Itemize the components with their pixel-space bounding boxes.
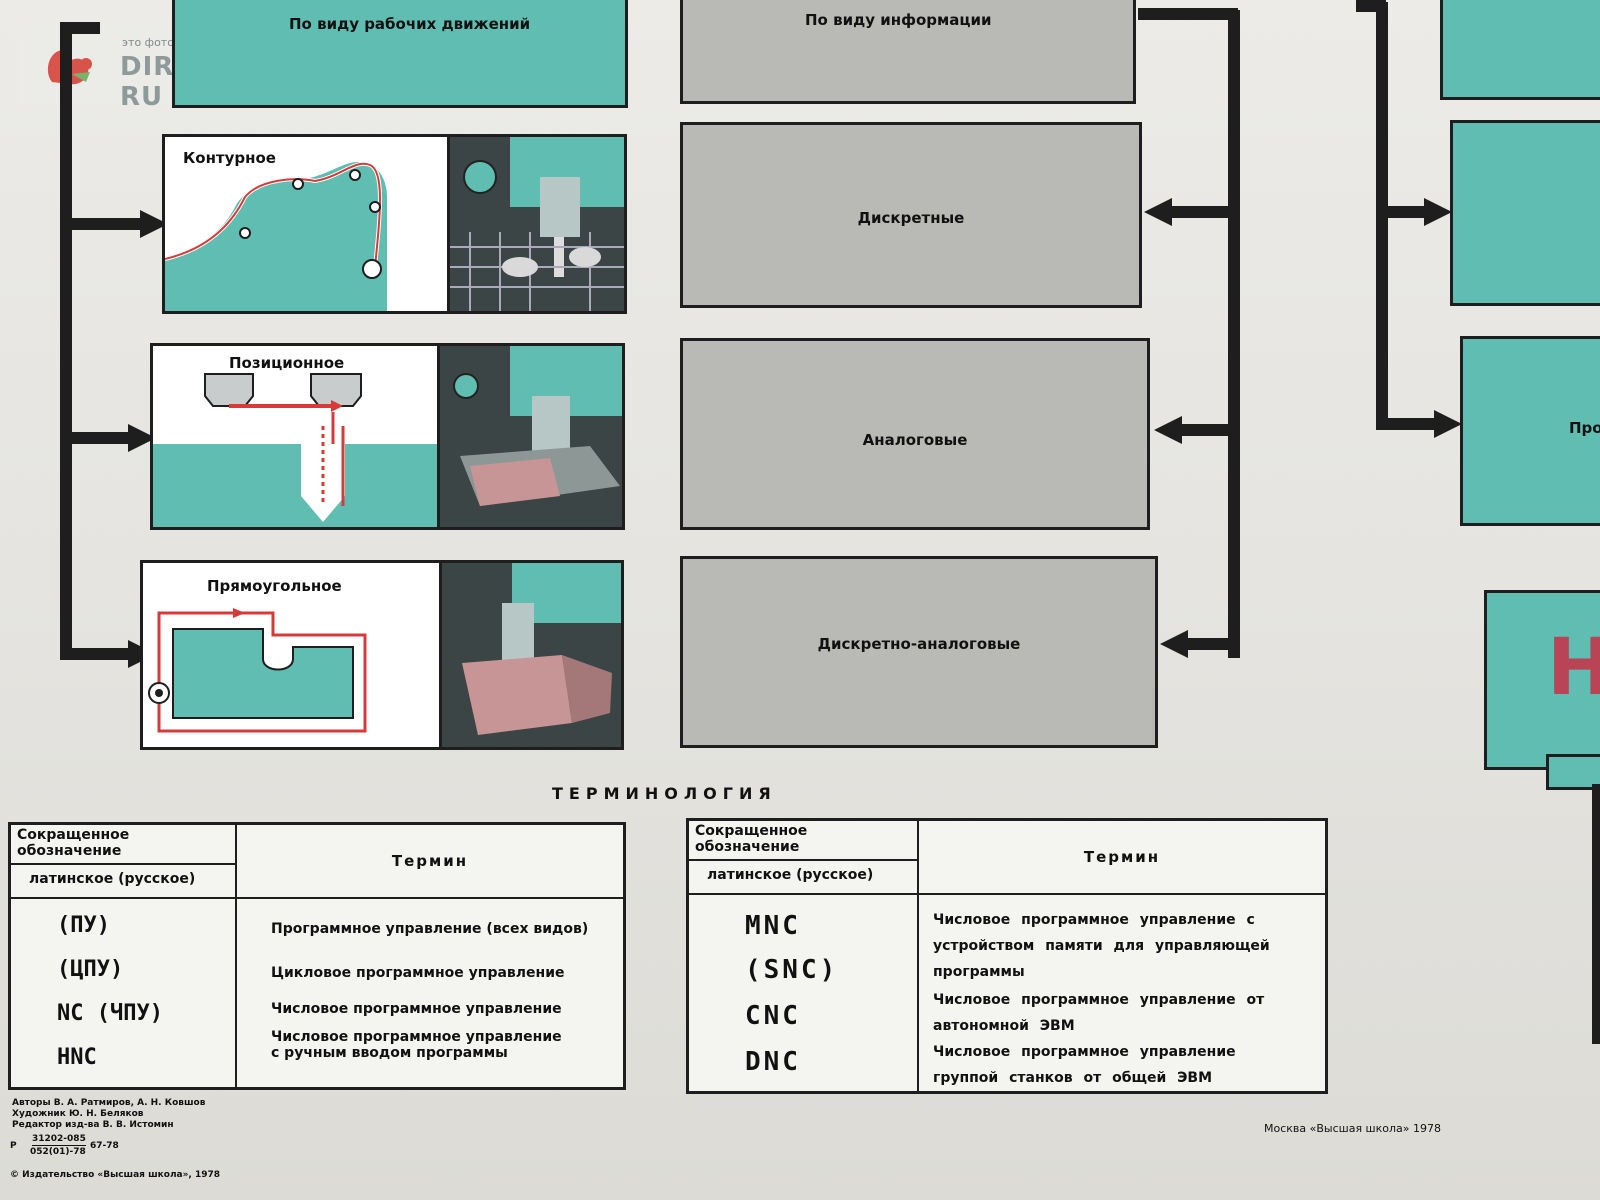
code-prefix: Р [10, 1141, 17, 1151]
abbr-item: DNC [745, 1046, 801, 1077]
term-item: Цикловое программное управление [271, 964, 565, 981]
right-box-4-stem [1546, 754, 1600, 790]
term-item: Числовое программное управление [271, 1000, 562, 1017]
middle-tree-trunk [1228, 10, 1240, 658]
abbr-item: (SNC) [745, 954, 839, 985]
term-header-cell: Термин [917, 818, 1328, 895]
middle-tree-top [1138, 8, 1238, 20]
right-box-1 [1440, 0, 1600, 100]
right-branch-2 [1376, 418, 1436, 430]
abbr-item: MNC [745, 910, 801, 941]
abbr-item: HNC [57, 1044, 97, 1070]
panel-rectangular: Прямоугольное [140, 560, 624, 750]
left-tree-top-stub [60, 22, 100, 34]
positional-machine-image [437, 346, 622, 527]
publisher-line: Москва «Высшая школа» 1978 [1264, 1122, 1441, 1135]
panel-contour: Контурное [162, 134, 627, 314]
info-box-analog-label: Аналоговые [862, 431, 968, 449]
middle-branch-2 [1180, 424, 1234, 436]
right-box-2 [1450, 120, 1600, 306]
term-item: Числовое программное управление от автон… [933, 991, 1265, 1034]
info-box-discrete-analog-label: Дискретно-аналоговые [817, 635, 1021, 653]
info-box-discrete: Дискретные [680, 122, 1142, 308]
info-box-discrete-analog: Дискретно-аналоговые [680, 556, 1158, 748]
term-cell: Числовое программное управление с устрой… [917, 892, 1328, 1093]
arrow-right-icon [1424, 198, 1452, 226]
abbr-item: CNC [745, 1000, 801, 1031]
credits-authors: Авторы В. А. Ратмиров, А. Н. Ковшов [12, 1098, 206, 1108]
motion-type-header-label: По виду рабочих движений [289, 15, 531, 33]
middle-branch-1 [1170, 206, 1234, 218]
credits-code: Р 31202-085 052(01)-78 67-78 [10, 1134, 130, 1160]
right-box-3: Про [1460, 336, 1600, 526]
term-header-cell: Термин [235, 822, 626, 899]
rectangular-machine-image [439, 563, 621, 747]
term-item: Числовое программное управление с устрой… [933, 911, 1270, 980]
left-tree-trunk [60, 26, 72, 656]
arrow-left-icon [1144, 198, 1172, 226]
rectangular-diagram [148, 608, 367, 733]
right-box-4-letter: Н [1547, 623, 1600, 713]
abbr-item: (ЦПУ) [57, 956, 124, 982]
term-item: Числовое программное управление группой … [933, 1043, 1236, 1086]
code-side: 67-78 [90, 1141, 119, 1151]
left-branch-1 [70, 218, 140, 230]
squirrel-logo-icon [42, 42, 102, 90]
terminology-table-right: Сокращенное обозначение Термин латинское… [686, 818, 1328, 1094]
right-box-4-line [1592, 784, 1600, 1044]
contour-diagram [165, 161, 387, 311]
code-bottom: 052(01)-78 [30, 1147, 86, 1157]
arrow-left-icon [1160, 630, 1188, 658]
abbr-cell: (ПУ) (ЦПУ) NC (ЧПУ) HNC [8, 896, 237, 1090]
right-box-4: Н [1484, 590, 1600, 770]
credits-block: Авторы В. А. Ратмиров, А. Н. Ковшов Худо… [12, 1098, 212, 1131]
arrow-left-icon [1154, 416, 1182, 444]
positional-diagram [153, 373, 443, 527]
term-item: Программное управление (всех видов) [271, 920, 589, 937]
panel-rectangular-label: Прямоугольное [207, 577, 342, 595]
right-tree-top [1356, 0, 1386, 12]
middle-branch-3 [1186, 638, 1234, 650]
panel-contour-label: Контурное [183, 149, 276, 167]
term-item: Числовое программное управление с ручным… [271, 1028, 562, 1061]
panel-positional: Позиционное [150, 343, 625, 530]
contour-machine-image [447, 137, 624, 311]
left-branch-3 [60, 648, 130, 660]
right-branch-1 [1386, 206, 1426, 218]
latin-header-cell: латинское (русское) [8, 862, 237, 899]
right-box-3-label: Про [1569, 419, 1600, 437]
term-cell: Программное управление (всех видов) Цикл… [235, 896, 626, 1090]
terminology-title: ТЕРМИНОЛОГИЯ [552, 784, 777, 803]
abbrev-header-cell: Сокращенное обозначение [8, 822, 237, 865]
motion-type-header-box: По виду рабочих движений [172, 0, 628, 108]
terminology-table-left: Сокращенное обозначение Термин латинское… [8, 822, 626, 1090]
abbr-item: (ПУ) [57, 912, 110, 938]
info-type-header-box: По виду информации [680, 0, 1136, 104]
abbr-item: NC (ЧПУ) [57, 1000, 163, 1026]
abbrev-header-cell: Сокращенное обозначение [686, 818, 919, 861]
right-tree-trunk [1376, 2, 1388, 430]
credits-editor: Редактор изд-ва В. В. Истомин [12, 1120, 174, 1130]
arrow-right-icon [1434, 410, 1462, 438]
latin-header-cell: латинское (русское) [686, 858, 919, 895]
info-box-discrete-label: Дискретные [857, 209, 965, 227]
abbr-cell: MNC (SNC) CNC DNC [686, 892, 919, 1093]
credits-artist: Художник Ю. Н. Беляков [12, 1109, 144, 1119]
credits-copyright: © Издательство «Высшая школа», 1978 [10, 1170, 221, 1180]
info-type-header-label: По виду информации [805, 11, 992, 29]
code-top: 31202-085 [32, 1134, 86, 1146]
left-branch-2 [70, 432, 130, 444]
info-box-analog: Аналоговые [680, 338, 1150, 530]
panel-positional-label: Позиционное [229, 354, 345, 372]
